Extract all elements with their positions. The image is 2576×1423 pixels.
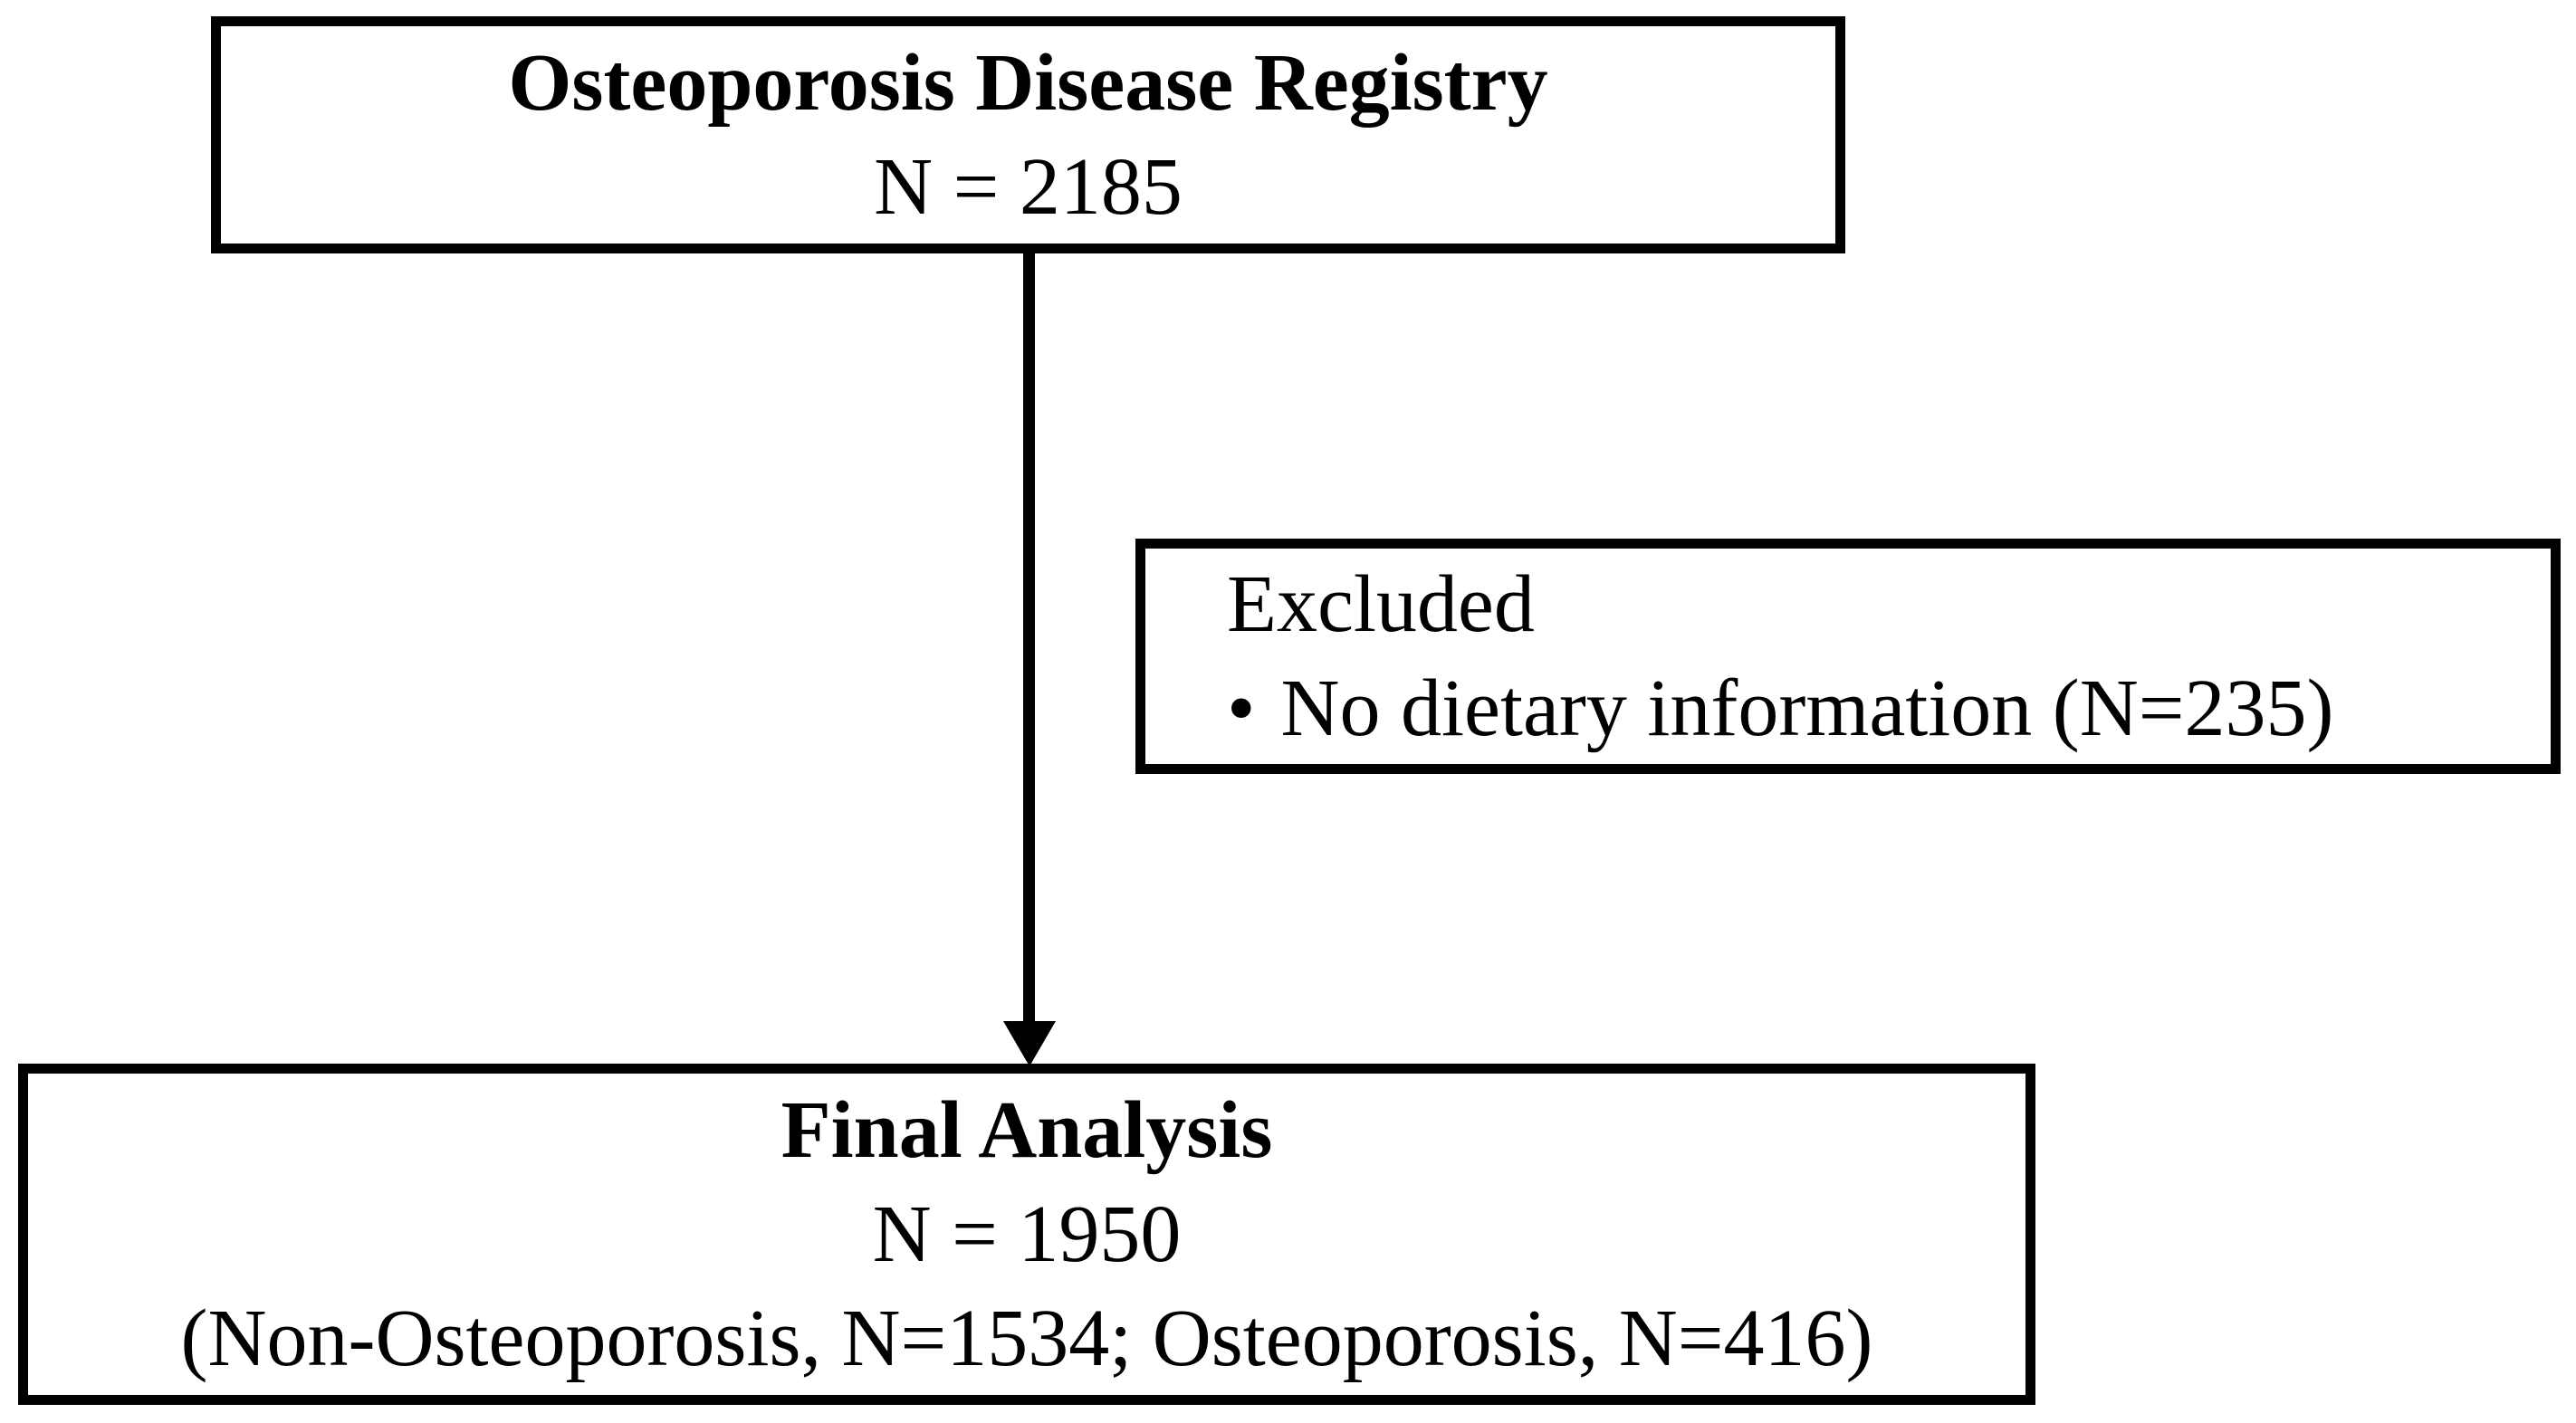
flow-arrow-line (1023, 252, 1035, 1026)
arrow-down-icon (1003, 1021, 1056, 1066)
registry-box: Osteoporosis Disease Registry N = 2185 (211, 16, 1845, 253)
registry-count: N = 2185 (874, 142, 1183, 232)
final-count: N = 1950 (872, 1189, 1182, 1279)
excluded-title: Excluded (1227, 559, 1535, 649)
excluded-item-label: No dietary information (N=235) (1280, 664, 2334, 753)
final-analysis-box: Final Analysis N = 1950 (Non-Osteoporosi… (18, 1064, 2035, 1405)
final-title: Final Analysis (780, 1085, 1273, 1175)
bullet-icon: • (1227, 664, 1256, 753)
excluded-box: Excluded • No dietary information (N=235) (1135, 539, 2561, 774)
final-breakdown: (Non-Osteoporosis, N=1534; Osteoporosis,… (180, 1294, 1873, 1383)
registry-title: Osteoporosis Disease Registry (508, 38, 1548, 128)
excluded-item: • No dietary information (N=235) (1227, 656, 2333, 760)
